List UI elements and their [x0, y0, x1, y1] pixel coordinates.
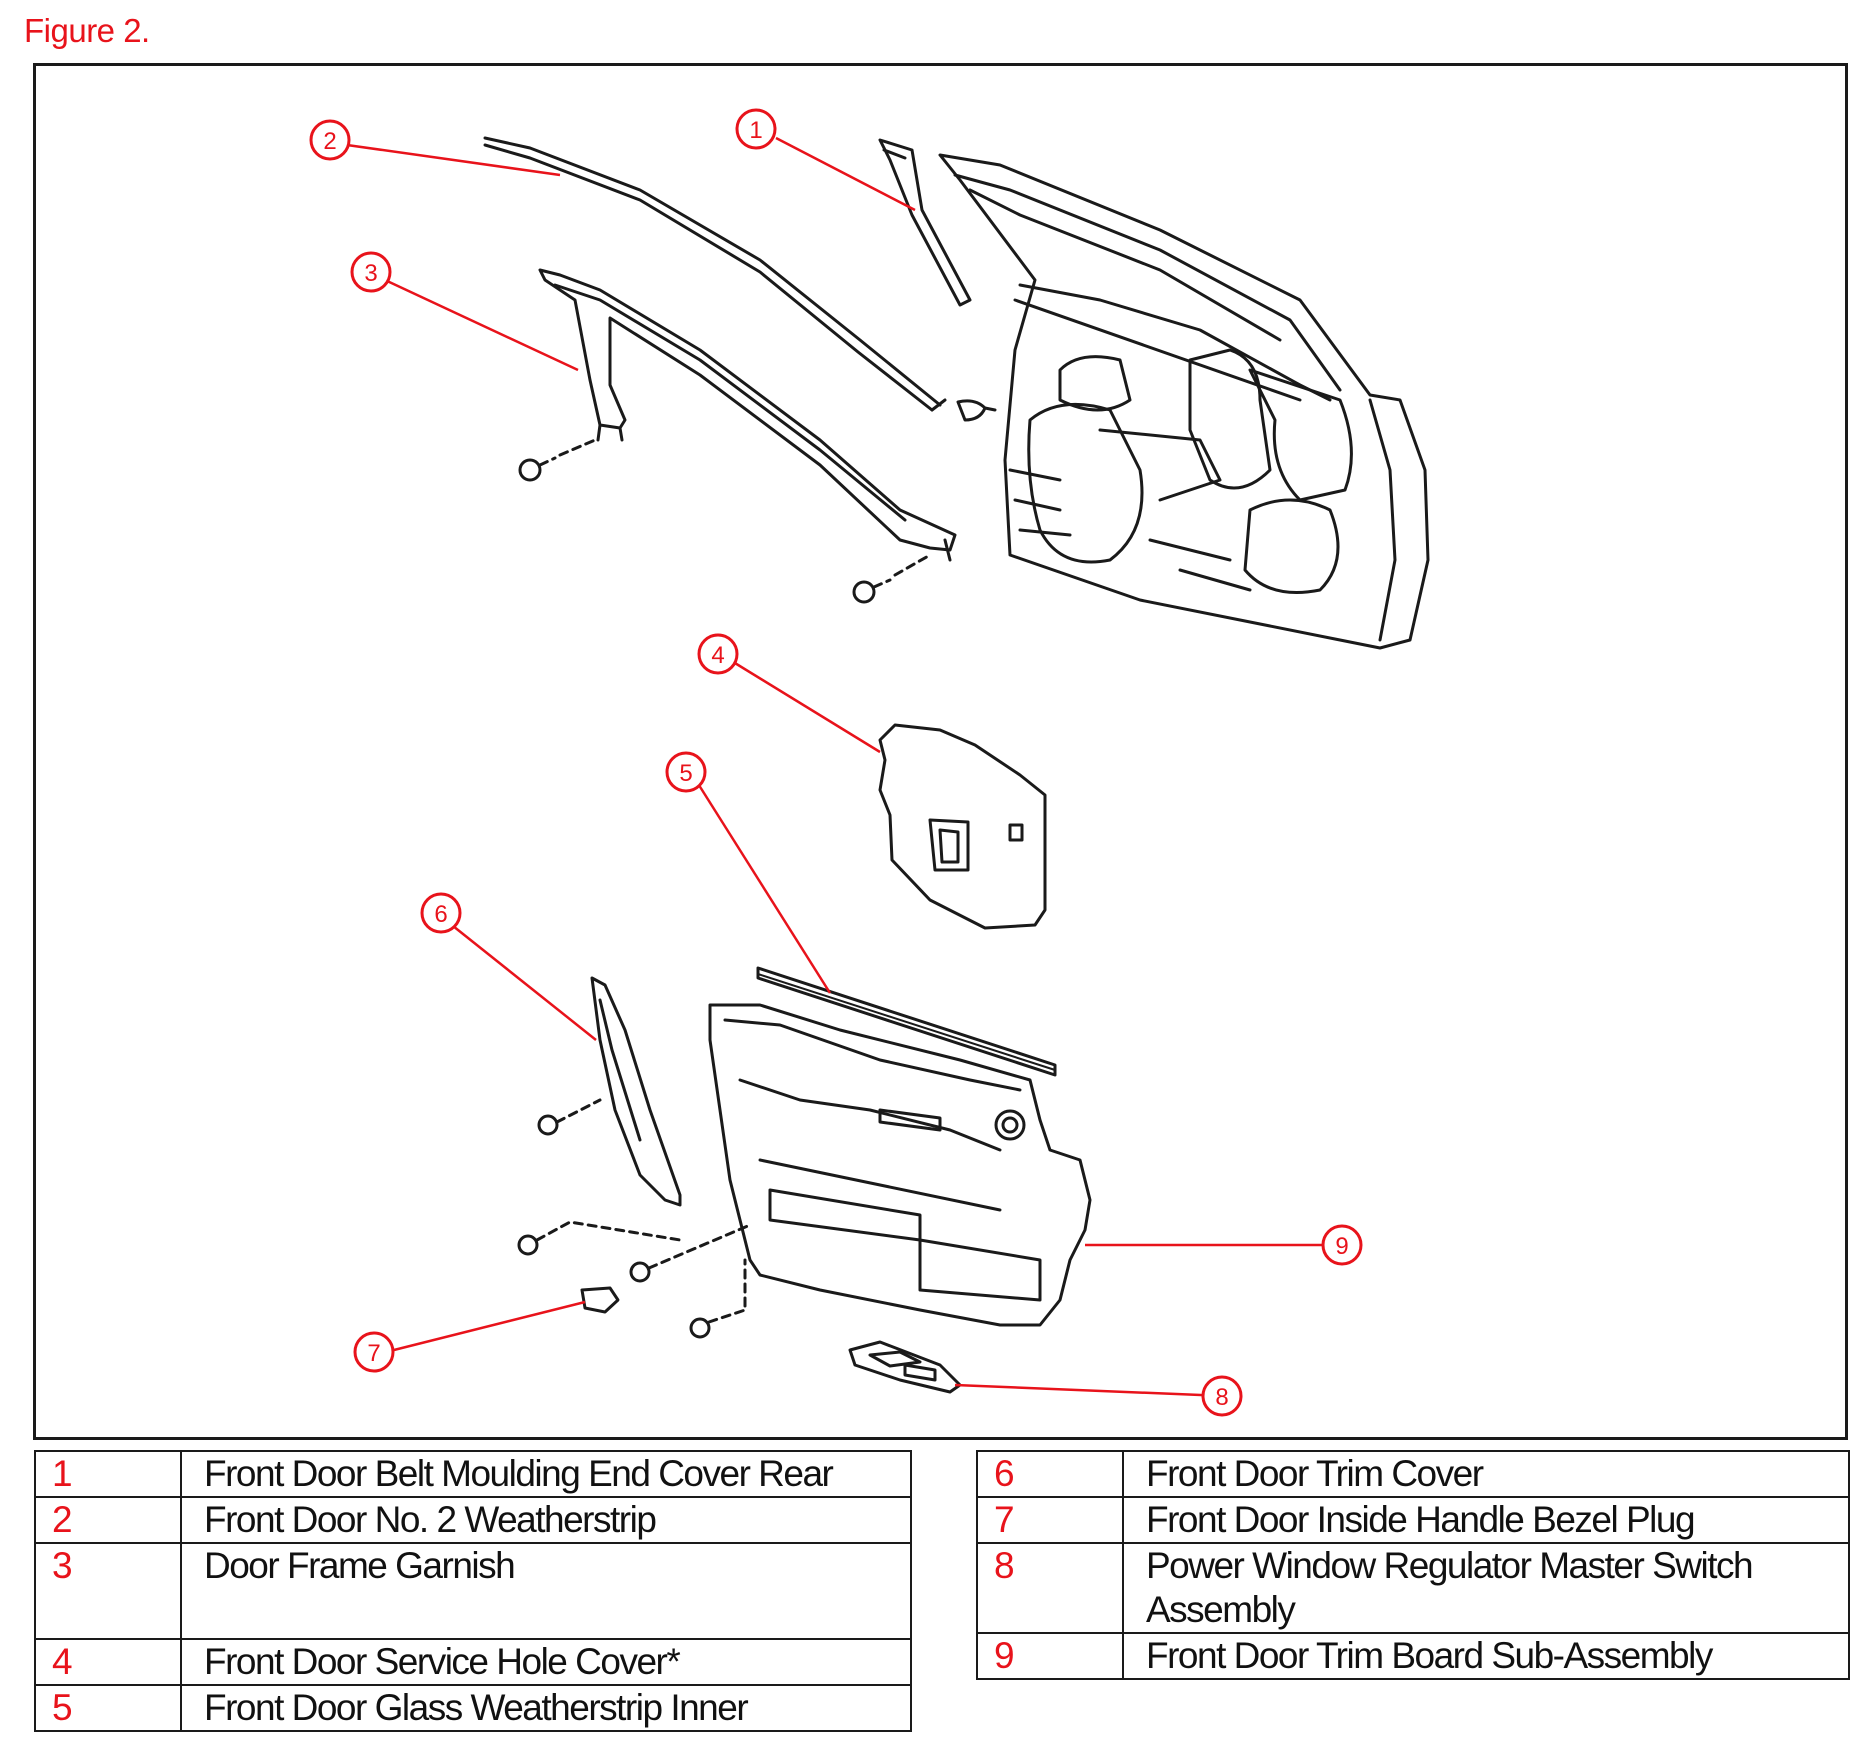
legend-part-name: Front Door Belt Moulding End Cover Rear — [180, 1450, 912, 1498]
callout-5: 5 — [665, 751, 707, 793]
legend-number: 5 — [34, 1684, 182, 1732]
part-1-belt-moulding-end-cover — [878, 138, 972, 307]
legend-number: 6 — [976, 1450, 1124, 1498]
legend-number: 8 — [976, 1542, 1124, 1634]
legend-row: 3 Door Frame Garnish — [34, 1542, 912, 1640]
part-8-master-switch — [848, 1340, 962, 1394]
front-door-shell — [938, 153, 1430, 650]
legend-part-name: Front Door Trim Board Sub-Assembly — [1122, 1632, 1850, 1680]
callout-3: 3 — [350, 251, 392, 293]
clip-fasteners-upper — [518, 438, 932, 604]
part-3-door-frame-garnish — [538, 268, 957, 562]
legend-number: 1 — [34, 1450, 182, 1498]
callout-6: 6 — [420, 892, 462, 934]
legend-number: 9 — [976, 1632, 1124, 1680]
legend-part-name: Front Door Glass Weatherstrip Inner — [180, 1684, 912, 1732]
legend-part-name: Front Door Trim Cover — [1122, 1450, 1850, 1498]
legend-row: 6 Front Door Trim Cover — [976, 1450, 1850, 1498]
legend-row: 4 Front Door Service Hole Cover* — [34, 1638, 912, 1686]
callout-4: 4 — [697, 633, 739, 675]
part-4-service-hole-cover — [878, 723, 1047, 930]
legend-number: 2 — [34, 1496, 182, 1544]
legend-row: 5 Front Door Glass Weatherstrip Inner — [34, 1684, 912, 1732]
part-5-glass-weatherstrip-inner — [756, 966, 1057, 1077]
part-6-door-trim-cover — [537, 976, 682, 1207]
diagram-frame — [33, 63, 1848, 1440]
callout-7: 7 — [353, 1331, 395, 1373]
legend-row: 8 Power Window Regulator Master Switch A… — [976, 1542, 1850, 1634]
svg-text:5: 5 — [679, 760, 692, 787]
svg-text:9: 9 — [1335, 1233, 1348, 1260]
parts-legend-right: 6 Front Door Trim Cover 7 Front Door Ins… — [976, 1450, 1850, 1680]
callout-8: 8 — [1201, 1375, 1243, 1417]
legend-part-name: Front Door Service Hole Cover* — [180, 1638, 912, 1686]
callout-leaders — [346, 136, 1339, 1398]
svg-text:4: 4 — [711, 642, 724, 669]
svg-text:8: 8 — [1215, 1384, 1228, 1411]
callout-1: 1 — [735, 108, 777, 150]
svg-text:6: 6 — [434, 901, 447, 928]
svg-text:1: 1 — [749, 117, 762, 144]
legend-number: 3 — [34, 1542, 182, 1640]
svg-text:7: 7 — [367, 1340, 380, 1367]
legend-part-name: Front Door No. 2 Weatherstrip — [180, 1496, 912, 1544]
legend-row: 2 Front Door No. 2 Weatherstrip — [34, 1496, 912, 1544]
clip-fasteners-lower — [517, 1220, 752, 1339]
part-9-door-trim-board — [708, 1003, 1092, 1327]
parts-legend-left: 1 Front Door Belt Moulding End Cover Rea… — [34, 1450, 912, 1732]
legend-row: 9 Front Door Trim Board Sub-Assembly — [976, 1632, 1850, 1680]
exploded-parts-diagram: 1 2 3 4 5 6 7 8 9 — [309, 108, 1430, 1417]
legend-number: 4 — [34, 1638, 182, 1686]
legend-row: 7 Front Door Inside Handle Bezel Plug — [976, 1496, 1850, 1544]
legend-row: 1 Front Door Belt Moulding End Cover Rea… — [34, 1450, 912, 1498]
svg-text:2: 2 — [323, 128, 336, 155]
callout-badges: 1 2 3 4 5 6 7 8 9 — [309, 108, 1363, 1417]
legend-number: 7 — [976, 1496, 1124, 1544]
callout-9: 9 — [1321, 1224, 1363, 1266]
legend-part-name: Front Door Inside Handle Bezel Plug — [1122, 1496, 1850, 1544]
legend-part-name: Door Frame Garnish — [180, 1542, 912, 1640]
callout-2: 2 — [309, 119, 351, 161]
part-7-bezel-plug — [580, 1286, 620, 1314]
part-2-weatherstrip — [483, 136, 997, 422]
figure-title: Figure 2. — [24, 12, 150, 49]
svg-text:3: 3 — [364, 260, 377, 287]
legend-part-name: Power Window Regulator Master Switch Ass… — [1122, 1542, 1850, 1634]
